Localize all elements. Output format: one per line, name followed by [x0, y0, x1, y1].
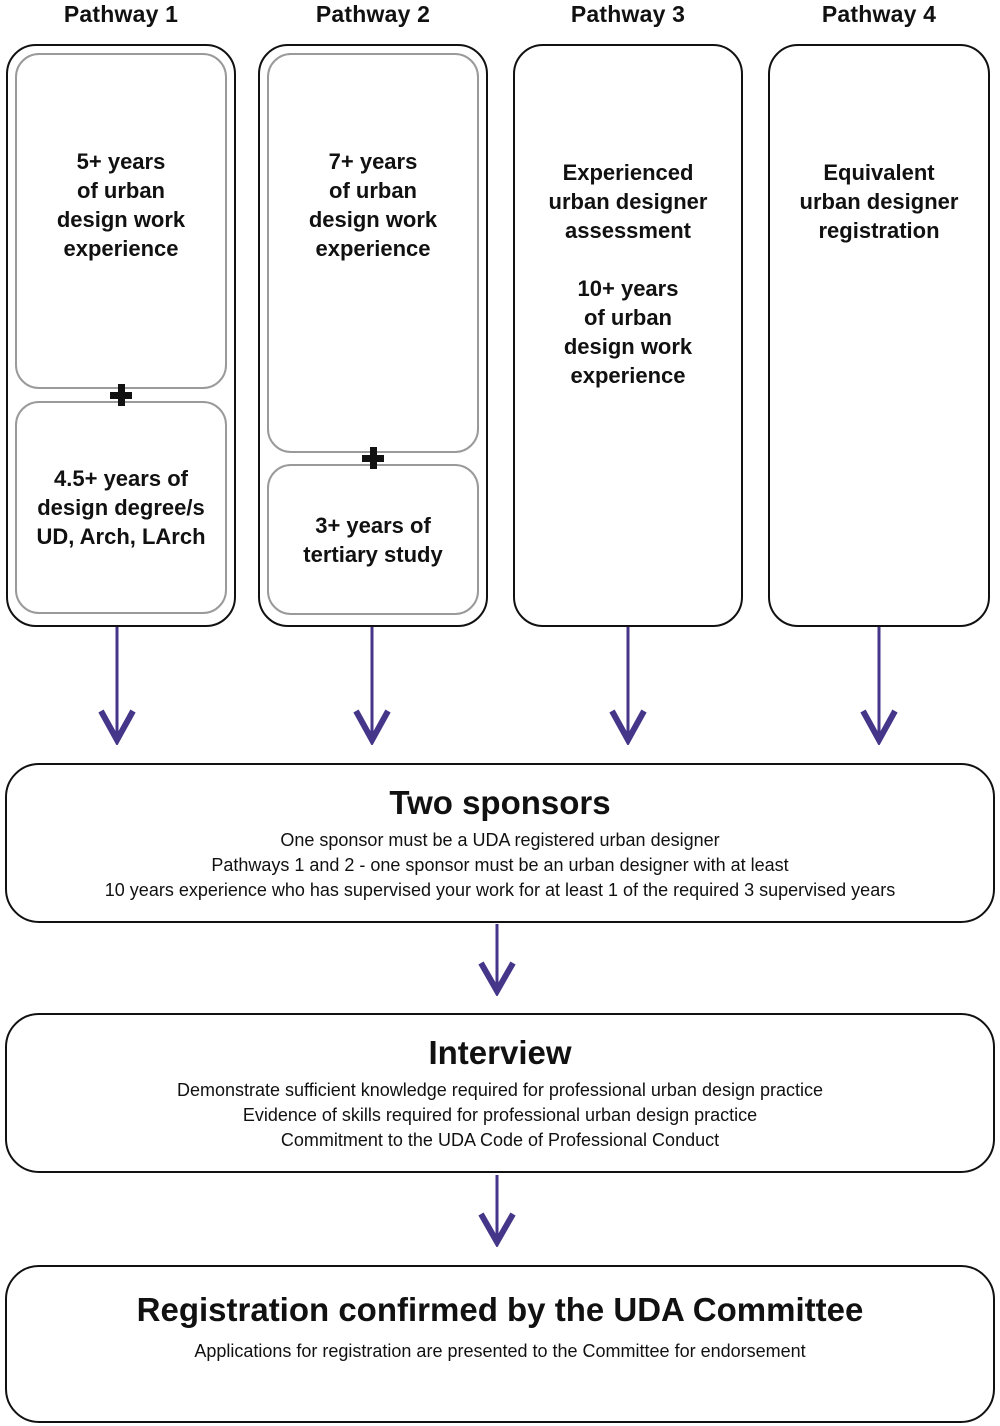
- two-sponsors-requirements: One sponsor must be a UDA registered urb…: [104, 830, 896, 900]
- interview-box: Interview Demonstrate sufficient knowled…: [5, 1013, 995, 1173]
- plus-icon: [362, 447, 384, 469]
- two-sponsors-box: Two sponsors One sponsor must be a UDA r…: [5, 763, 995, 923]
- pathway-3-title: Pathway 3: [570, 1, 686, 27]
- pathway-2-down-arrow-icon: [353, 627, 391, 745]
- interview-requirements: Demonstrate sufficient knowledge require…: [176, 1080, 824, 1150]
- pathway-4-down-arrow-icon: [860, 627, 898, 745]
- pathway-3-down-arrow-icon: [609, 627, 647, 745]
- pathway-2-title: Pathway 2: [315, 1, 431, 27]
- registration-heading: Registration confirmed by the UDA Commit…: [136, 1291, 864, 1328]
- plus-icon: [110, 384, 132, 406]
- pathway-4-title: Pathway 4: [821, 1, 937, 27]
- interview-to-registration-arrow-icon: [478, 1175, 516, 1247]
- pathway-1-down-arrow-icon: [98, 627, 136, 745]
- registration-subtitle: Applications for registration are presen…: [194, 1341, 806, 1361]
- interview-heading: Interview: [428, 1034, 572, 1071]
- registration-confirmed-box: Registration confirmed by the UDA Commit…: [5, 1265, 995, 1423]
- sponsors-to-interview-arrow-icon: [478, 924, 516, 996]
- two-sponsors-heading: Two sponsors: [389, 784, 611, 821]
- pathway-1-title: Pathway 1: [63, 1, 179, 27]
